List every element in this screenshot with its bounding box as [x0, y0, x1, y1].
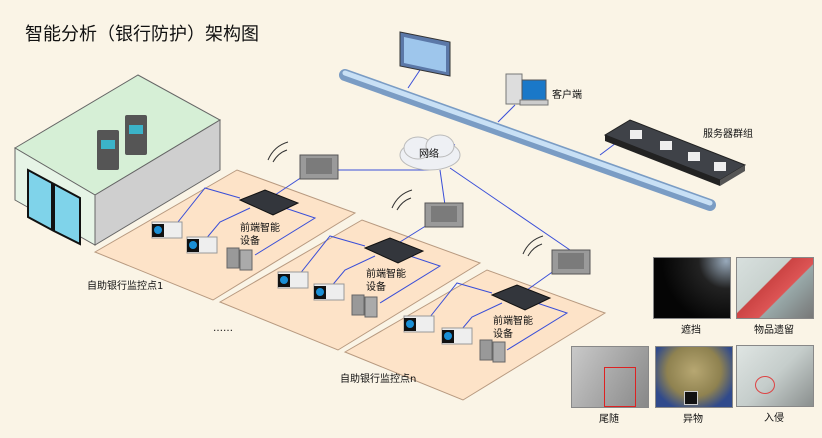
thumbnail-occlusion	[653, 257, 731, 319]
atm-icon	[97, 130, 119, 170]
wireless-switch-icon	[299, 154, 339, 180]
network-label: 网络	[419, 149, 439, 160]
network-cloud-icon	[399, 134, 461, 171]
front-end-device-label: 前端智能设备	[240, 223, 280, 247]
camera-icon	[441, 327, 473, 345]
front-end-device-icon	[363, 237, 425, 264]
thumbnail-foreign-object	[655, 346, 733, 408]
camera-icon	[151, 221, 183, 239]
camera-icon	[186, 236, 218, 254]
thumbnail-label: 遮挡	[681, 325, 701, 336]
server-group-label: 服务器群组	[703, 129, 753, 140]
thumbnail-label: 物品遗留	[754, 325, 794, 336]
thumbnail-label: 尾随	[599, 414, 619, 425]
thumbnail-left-object	[736, 257, 814, 319]
wifi-signal-icon	[391, 189, 413, 211]
page-title: 智能分析（银行防护）架构图	[25, 24, 259, 45]
thumbnail-label: 异物	[683, 414, 703, 425]
wireless-switch-icon	[424, 202, 464, 228]
thumbnail-intrusion	[736, 345, 814, 407]
turnstile-icon	[226, 247, 253, 271]
camera-icon	[277, 271, 309, 289]
wireless-switch-icon	[551, 249, 591, 275]
camera-icon	[403, 315, 435, 333]
front-end-device-icon	[490, 284, 552, 311]
wifi-signal-icon	[522, 235, 544, 257]
atm-icon	[125, 115, 147, 155]
front-end-device-label: 前端智能设备	[493, 316, 533, 340]
site-ellipsis: ……	[213, 323, 233, 334]
wifi-signal-icon	[267, 141, 289, 163]
thumbnail-tailgating	[571, 346, 649, 408]
thumbnail-label: 入侵	[764, 413, 784, 424]
turnstile-icon	[351, 294, 378, 318]
server-group-icon	[603, 119, 747, 186]
video-wall-icon	[399, 31, 451, 77]
turnstile-icon	[479, 339, 506, 363]
site-label-1: 自助银行监控点1	[87, 281, 164, 292]
site-label-n: 自助银行监控点n	[340, 374, 417, 385]
front-end-device-icon	[238, 189, 300, 216]
atm-room	[14, 74, 222, 246]
front-end-device-label: 前端智能设备	[366, 269, 406, 293]
client-pc-icon	[505, 73, 549, 106]
client-label: 客户端	[552, 90, 582, 101]
camera-icon	[313, 283, 345, 301]
